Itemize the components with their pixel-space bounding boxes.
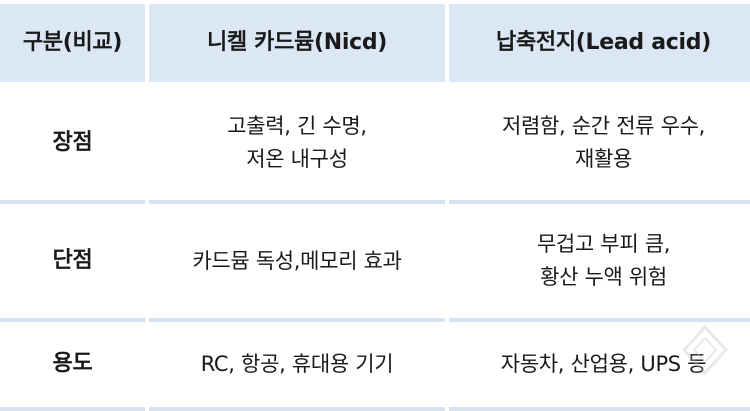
cell-line: 황산 누액 위험 [540,265,667,289]
cell-line: 저온 내구성 [246,147,348,171]
advantages-lead-acid: 저렴함, 순간 전류 우수, 재활용 [449,86,750,204]
cell-line: 재활용 [574,147,633,171]
row-advantages-label: 장점 [0,86,145,204]
header-nicd: 니켈 카드뮴(Nicd) [149,0,445,86]
watermark-logo-icon [681,324,729,376]
header-category: 구분(비교) [0,0,145,86]
disadvantages-nicd: 카드뮴 독성,메모리 효과 [149,204,445,322]
cell-line: 고출력, 긴 수명, [227,114,367,139]
cell-line: 카드뮴 독성,메모리 효과 [192,248,402,273]
row-disadvantages-label: 단점 [0,204,145,322]
uses-lead-acid: 자동차, 산업용, UPS 등 [449,322,750,411]
disadvantages-lead-acid: 무겁고 부피 큼, 황산 누액 위험 [449,204,750,322]
cell-line: RC, 항공, 휴대용 기기 [200,352,394,377]
row-uses-label: 용도 [0,322,145,411]
uses-nicd: RC, 항공, 휴대용 기기 [149,322,445,411]
advantages-nicd: 고출력, 긴 수명, 저온 내구성 [149,86,445,204]
header-lead-acid: 납축전지(Lead acid) [449,0,750,86]
cell-line: 무겁고 부피 큼, [536,232,671,257]
cell-line: 저렴함, 순간 전류 우수, [501,114,706,139]
header-nicd-label: 니켈 카드뮴(Nicd) [206,29,388,55]
cell-line: 자동차, 산업용, UPS 등 [500,352,707,377]
header-category-label: 구분(비교) [22,29,123,55]
row-label: 용도 [52,351,93,377]
header-lead-acid-label: 납축전지(Lead acid) [496,29,711,55]
row-label: 장점 [52,129,93,155]
row-label: 단점 [52,247,93,273]
